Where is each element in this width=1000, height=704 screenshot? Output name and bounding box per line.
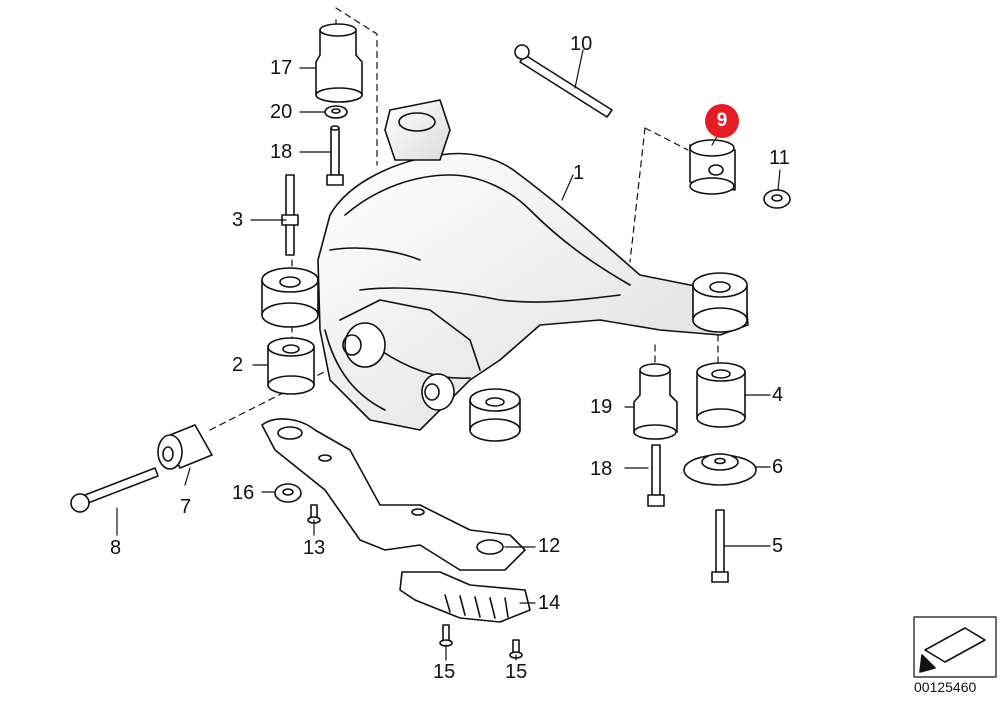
callout-part-1[interactable]: 1	[573, 162, 585, 184]
control-arm-bushings	[342, 322, 455, 411]
view-direction-symbol	[913, 616, 997, 678]
callout-part-15-left[interactable]: 15	[433, 661, 456, 683]
screw-part-15-left	[439, 624, 453, 647]
stud-part-3	[281, 174, 299, 256]
bolt-part-10	[514, 44, 613, 118]
callout-part-20[interactable]: 20	[270, 101, 293, 123]
heat-shield-part-14	[399, 571, 531, 623]
diagram-number: 00125460	[914, 679, 977, 695]
callout-part-10[interactable]: 10	[570, 33, 593, 55]
bushing-part-4	[696, 362, 746, 428]
bolt-part-5	[711, 509, 729, 583]
callout-part-16[interactable]: 16	[232, 482, 255, 504]
leader-lines	[116, 49, 781, 661]
nut-part-16	[274, 483, 302, 503]
callout-part-14[interactable]: 14	[538, 592, 561, 614]
callout-part-15-right[interactable]: 15	[505, 661, 528, 683]
washer-part-20	[324, 105, 348, 119]
callout-part-3[interactable]: 3	[232, 209, 244, 231]
callout-part-7[interactable]: 7	[180, 496, 192, 518]
callout-part-9-highlighted[interactable]: 9	[705, 104, 739, 138]
plate-part-6	[683, 453, 757, 486]
callout-part-17[interactable]: 17	[270, 57, 293, 79]
callout-part-11[interactable]: 11	[769, 147, 790, 169]
carrier-bushing-right	[692, 272, 748, 333]
bushing-part-2	[267, 337, 315, 395]
callout-part-5[interactable]: 5	[772, 535, 784, 557]
bolt-part-8	[70, 467, 159, 513]
rubber-mount-part-19	[633, 363, 678, 440]
thrust-plate-part-12	[261, 418, 526, 571]
callout-part-18-lower[interactable]: 18	[590, 458, 613, 480]
callout-part-18-upper[interactable]: 18	[270, 141, 293, 163]
bushing-part-9	[689, 139, 736, 195]
callout-part-4[interactable]: 4	[772, 384, 784, 406]
bolt-part-18-lower	[647, 444, 665, 507]
callout-part-2[interactable]: 2	[232, 354, 244, 376]
rear-axle-carrier	[317, 99, 749, 431]
callout-part-12[interactable]: 12	[538, 535, 561, 557]
rubber-mount-part-17	[315, 23, 363, 103]
callout-part-19[interactable]: 19	[590, 396, 613, 418]
nut-part-11	[763, 189, 791, 209]
bolt-part-18-upper	[326, 125, 344, 186]
callout-part-8[interactable]: 8	[110, 537, 122, 559]
carrier-bushing-left	[261, 267, 319, 328]
bushing-part-7	[157, 424, 213, 470]
callout-part-6[interactable]: 6	[772, 456, 784, 478]
callout-part-13[interactable]: 13	[303, 537, 326, 559]
screw-part-13	[307, 504, 321, 524]
carrier-bushing-rear	[469, 388, 521, 442]
